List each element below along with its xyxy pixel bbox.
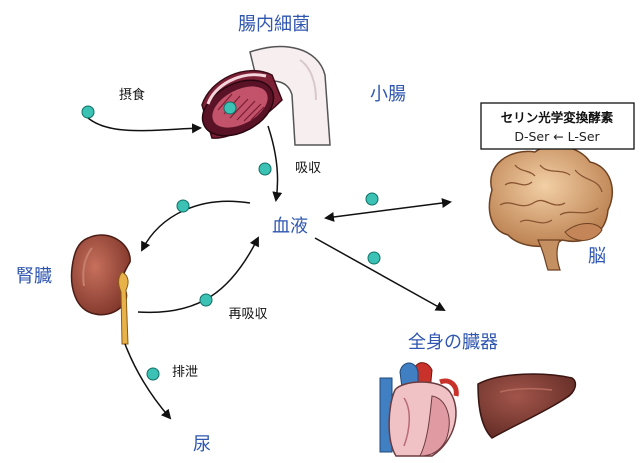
label-absorption: 吸収 xyxy=(295,161,321,176)
molecule-reabsorption xyxy=(200,294,212,306)
enzyme-box: セリン光学変換酵素 D-Ser ← L-Ser xyxy=(481,103,634,149)
label-whole-body-organs: 全身の臓器 xyxy=(408,332,498,353)
arrow-blood-to-organs xyxy=(315,238,444,310)
enzyme-box-title: セリン光学変換酵素 xyxy=(501,110,614,125)
molecule-absorption xyxy=(259,163,271,175)
arrow-excretion xyxy=(125,344,170,418)
molecule-in-intestine xyxy=(224,102,236,114)
molecule-to-organs xyxy=(368,252,380,264)
label-reabsorption: 再吸収 xyxy=(228,307,267,322)
arrow-blood-to-kidney xyxy=(142,201,250,250)
label-brain: 脳 xyxy=(588,246,606,267)
kidney-illustration xyxy=(72,235,131,344)
molecule-to-kidney xyxy=(177,200,189,212)
molecule-excretion xyxy=(147,368,159,380)
label-ingestion: 摂食 xyxy=(119,87,145,103)
label-small-intestine: 小腸 xyxy=(370,84,406,105)
liver-illustration xyxy=(478,374,575,438)
arrow-blood-brain xyxy=(326,202,450,218)
label-kidney: 腎臓 xyxy=(16,266,52,287)
small-intestine-illustration xyxy=(193,47,330,147)
arrow-ingestion xyxy=(88,118,200,131)
label-excretion: 排泄 xyxy=(172,365,198,380)
enzyme-box-reaction: D-Ser ← L-Ser xyxy=(514,129,600,144)
label-blood: 血液 xyxy=(272,216,308,237)
heart-illustration xyxy=(380,363,456,456)
label-urine: 尿 xyxy=(193,434,211,455)
label-gut-bacteria: 腸内細菌 xyxy=(238,14,310,35)
molecule-to-brain xyxy=(366,193,378,205)
arrow-reabsorption xyxy=(138,238,258,312)
arrow-absorption xyxy=(268,126,278,200)
molecule-ingestion xyxy=(82,106,94,118)
